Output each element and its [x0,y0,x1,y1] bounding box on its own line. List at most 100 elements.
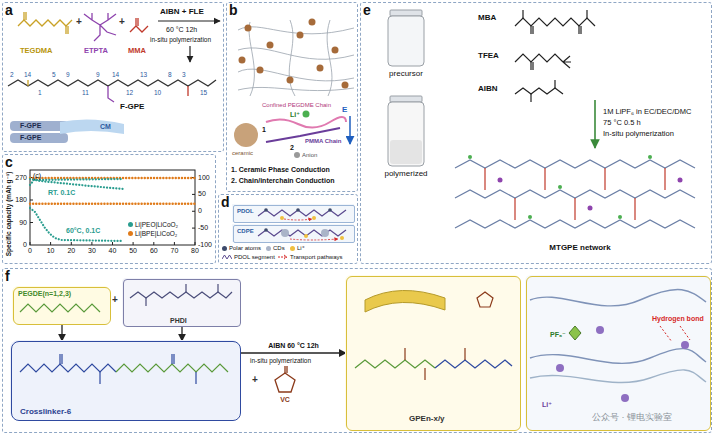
network-box: Hydrogen bondPF₆⁻ Li⁺ [526,276,711,431]
crosslinker-box: Crosslinker-6 [11,341,241,421]
figure-label: 11 [82,89,89,96]
legend-swatch [128,222,133,227]
connector-arrow [181,327,182,341]
figure-label: 15 [200,89,207,96]
node-text: PDOL [237,208,254,215]
figure-label: 75 °C 0.5 h [603,119,641,127]
legend-text: Transport pathways [290,254,342,261]
panel-letter: d [221,195,230,210]
figure-label: 270 [15,174,27,182]
figure-label: in-situ polymerization [250,357,311,364]
figure-label: 8 [168,71,172,78]
figure-label: (c) [33,172,41,180]
figure-label: 80 [191,247,199,255]
figure-label: 1M LiPF₆ in EC/DEC/DMC [603,108,691,116]
legend-text: Polar atoms [229,245,261,252]
connector-arrow [61,325,62,341]
figure-label: 2 [290,144,294,152]
figure-label: PMMA Chain [305,138,341,145]
legend-swatch [290,246,295,251]
legend-item: PDOL segment [222,254,275,261]
node-text: CDPE [237,228,254,235]
chain-box: PDOL [233,205,355,223]
figure-label: 2 [10,71,14,78]
panel-letter: a [5,3,13,18]
figure-label: VC [280,396,290,404]
figure-label: 60°C, 0.1C [66,227,100,235]
legend-text: CDs [273,245,285,252]
figure-panel: dPDOL CDPE [218,194,358,264]
crosslinker-structures [20,284,232,384]
figure-label: F-GPE [20,134,41,142]
figure-label: 3 [182,71,186,78]
figure-label: Anion [302,152,317,159]
figure-label: in-situ polymerization [150,36,211,43]
legend-text: Li⁺ [297,245,305,252]
node-text: PEGDE(n=1,2,3) [18,290,71,298]
figure-label: 20 [67,247,75,255]
figure-label: ceramic [232,150,253,157]
figure-label: precursor [389,70,423,79]
electrolyte-membrane-sketch [10,119,124,143]
figure-panel: fPEGDE(n=1,2,3) PHDI Crosslinker-6 GPEn-x/y… [2,268,712,433]
pdol-chain [232,204,354,242]
figure-label: + [119,16,125,27]
figure-label: 100 [198,174,210,182]
figure-label: ETPTA [84,47,108,55]
figure-label: 40 [109,247,117,255]
legend-text: PDOL segment [234,254,275,261]
figure-label: + [76,16,82,27]
figure-label: 70 [170,247,178,255]
figure-label: E [342,106,347,115]
figure-label: 60 [150,247,158,255]
legend-sample [278,254,288,260]
node-text: PHDI [170,317,187,325]
legend-item: Polar atoms [222,245,261,252]
figure-label: 13 [140,71,147,78]
figure-label: 1 [262,126,266,134]
monomer-structures [18,12,148,41]
legend-sample [222,254,232,260]
legend-swatch [266,246,271,251]
node-text: PF₆⁻ [550,331,566,339]
monomer-box: PHDI [123,279,241,327]
panel-letter: b [229,3,238,18]
figure-label: -50 [198,224,208,232]
ceramic-particles [239,19,349,89]
legend-swatch [222,246,227,251]
legend-item: Transport pathways [278,254,342,261]
figure-panel: b [226,2,358,192]
figure-label: MBA [478,14,496,23]
watermark: 公众号 · 锂电实验室 [592,413,672,423]
figure-label: 9 [66,71,70,78]
monomer-structures-e [515,10,595,102]
figure-label: MMA [128,47,146,55]
figure-label: -100 [198,241,212,249]
figure-label: MTGPE network [549,244,610,253]
box-fills [10,275,710,430]
figure-label: In-situ polymerization [603,130,674,138]
figure-label: 0 [198,207,202,215]
vc-ring [275,366,295,392]
figure-label: AIBN + FLE [160,8,204,17]
figure-label: 0 [23,241,27,249]
figure-label: 14 [24,71,31,78]
chart-series [30,178,195,241]
panel-letter: f [5,269,10,284]
connector-arrow [241,352,346,353]
figure-label: 9 [96,71,100,78]
figure-label: 0 [28,247,32,255]
electrolyte-box: GPEn-x/y [346,276,521,431]
figure-label: CM [100,123,111,131]
figure-label: + [112,294,118,305]
node-text: Li⁺ [542,401,552,409]
node-text: Hydrogen bond [652,315,704,323]
figure-label: F-GPE [120,103,144,112]
chain-box: CDPE [233,225,355,243]
figure-label: polymerized [384,170,427,179]
figure-label: 50 [198,191,206,199]
monomer-box: PEGDE(n=1,2,3) [13,287,111,325]
figure-label: 30 [88,247,96,255]
